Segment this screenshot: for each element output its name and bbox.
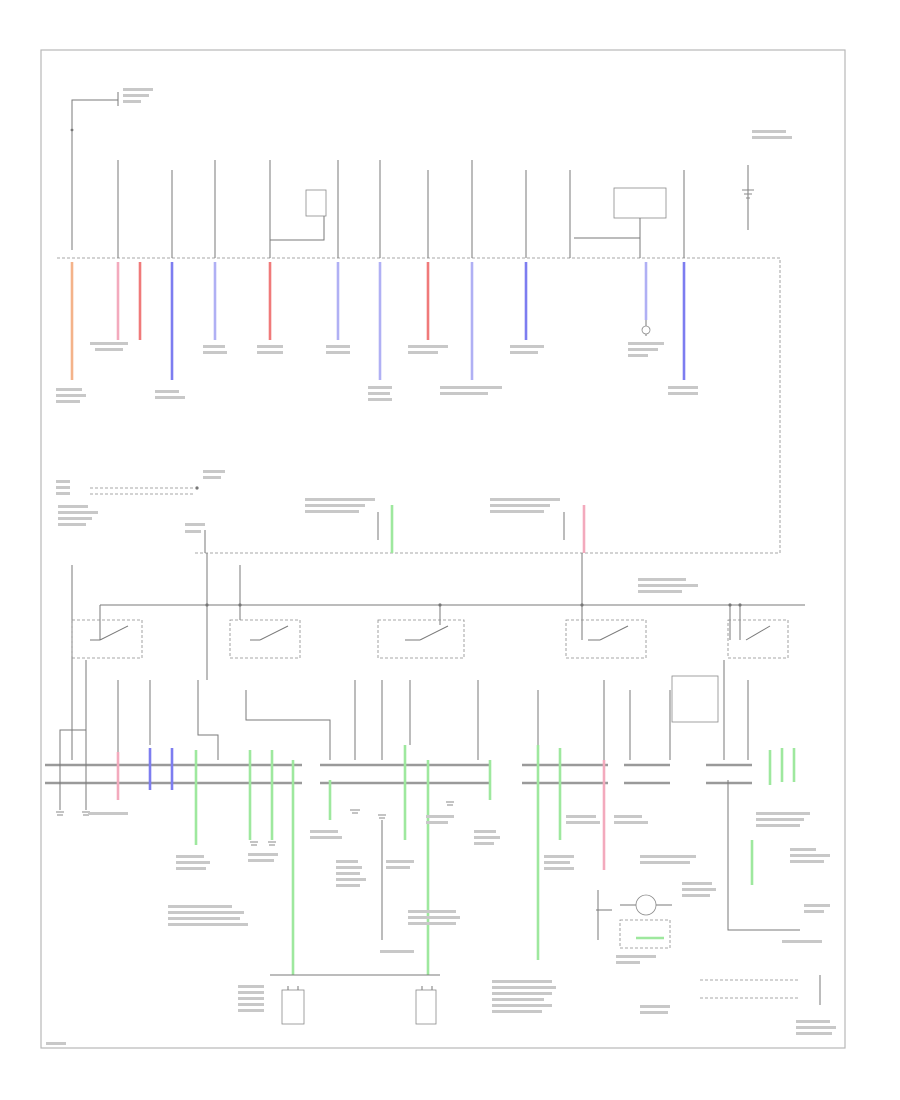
diagram-frame (40, 49, 846, 1049)
component-box (305, 189, 327, 217)
label-stubs-lower (46, 812, 836, 1045)
relay-switch-icon (71, 619, 789, 659)
top-section (56, 88, 792, 554)
component-box (613, 187, 667, 219)
lower-feeders (59, 660, 749, 810)
label-stubs-top (56, 88, 792, 403)
component-box (415, 989, 437, 1025)
ground-icon (742, 175, 754, 199)
ground-icon (56, 801, 454, 846)
lower-section (45, 660, 836, 1045)
component-box (281, 989, 305, 1025)
middle-section (56, 470, 805, 760)
colored-wires-top (70, 262, 686, 380)
legend-block (56, 470, 698, 593)
colored-wires-lower (116, 745, 796, 975)
component-box (671, 675, 719, 723)
